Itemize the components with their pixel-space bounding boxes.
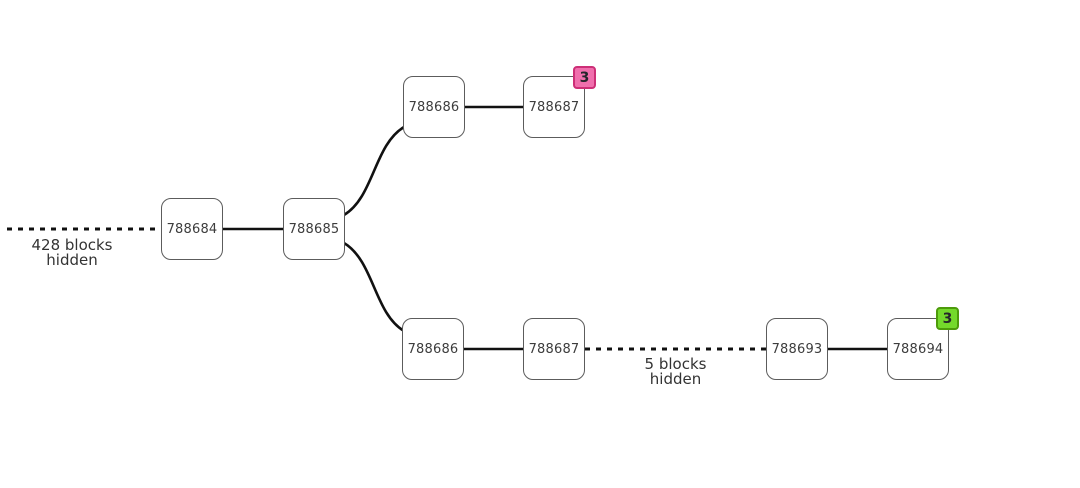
block-node-788686-bottom-branch[interactable]: 788686: [402, 318, 464, 380]
block-node-788694[interactable]: 788694: [887, 318, 949, 380]
hidden-blocks-label-middle-line1: 5 blocks: [644, 355, 707, 373]
block-node-788685[interactable]: 788685: [283, 198, 345, 260]
block-label-788693: 788693: [771, 341, 823, 357]
block-label-788694: 788694: [892, 341, 944, 357]
hidden-blocks-label-left-line2: hidden: [46, 251, 98, 269]
block-node-788686-top-branch[interactable]: 788686: [403, 76, 465, 138]
hidden-blocks-label-left-line1: 428 blocks: [31, 236, 113, 254]
edge-fork-top-curve: [343, 125, 405, 217]
hidden-blocks-label-left: 428 blocks hidden: [11, 238, 133, 268]
block-node-788693[interactable]: 788693: [766, 318, 828, 380]
block-label-788687-top: 788687: [528, 99, 580, 115]
block-node-788684[interactable]: 788684: [161, 198, 223, 260]
hidden-blocks-label-middle-line2: hidden: [649, 370, 702, 388]
block-label-788686-top: 788686: [408, 99, 460, 115]
main-branch-count-badge: 3: [936, 307, 959, 330]
edge-fork-bottom-curve: [343, 241, 405, 333]
block-node-788687-bottom-branch[interactable]: 788687: [523, 318, 585, 380]
block-label-788685: 788685: [288, 221, 340, 237]
block-label-788686-bottom: 788686: [407, 341, 459, 357]
hidden-blocks-label-middle: 5 blocks hidden: [615, 357, 736, 387]
stale-branch-count-badge: 3: [573, 66, 596, 89]
block-label-788684: 788684: [166, 221, 218, 237]
block-label-788687-bottom: 788687: [528, 341, 580, 357]
